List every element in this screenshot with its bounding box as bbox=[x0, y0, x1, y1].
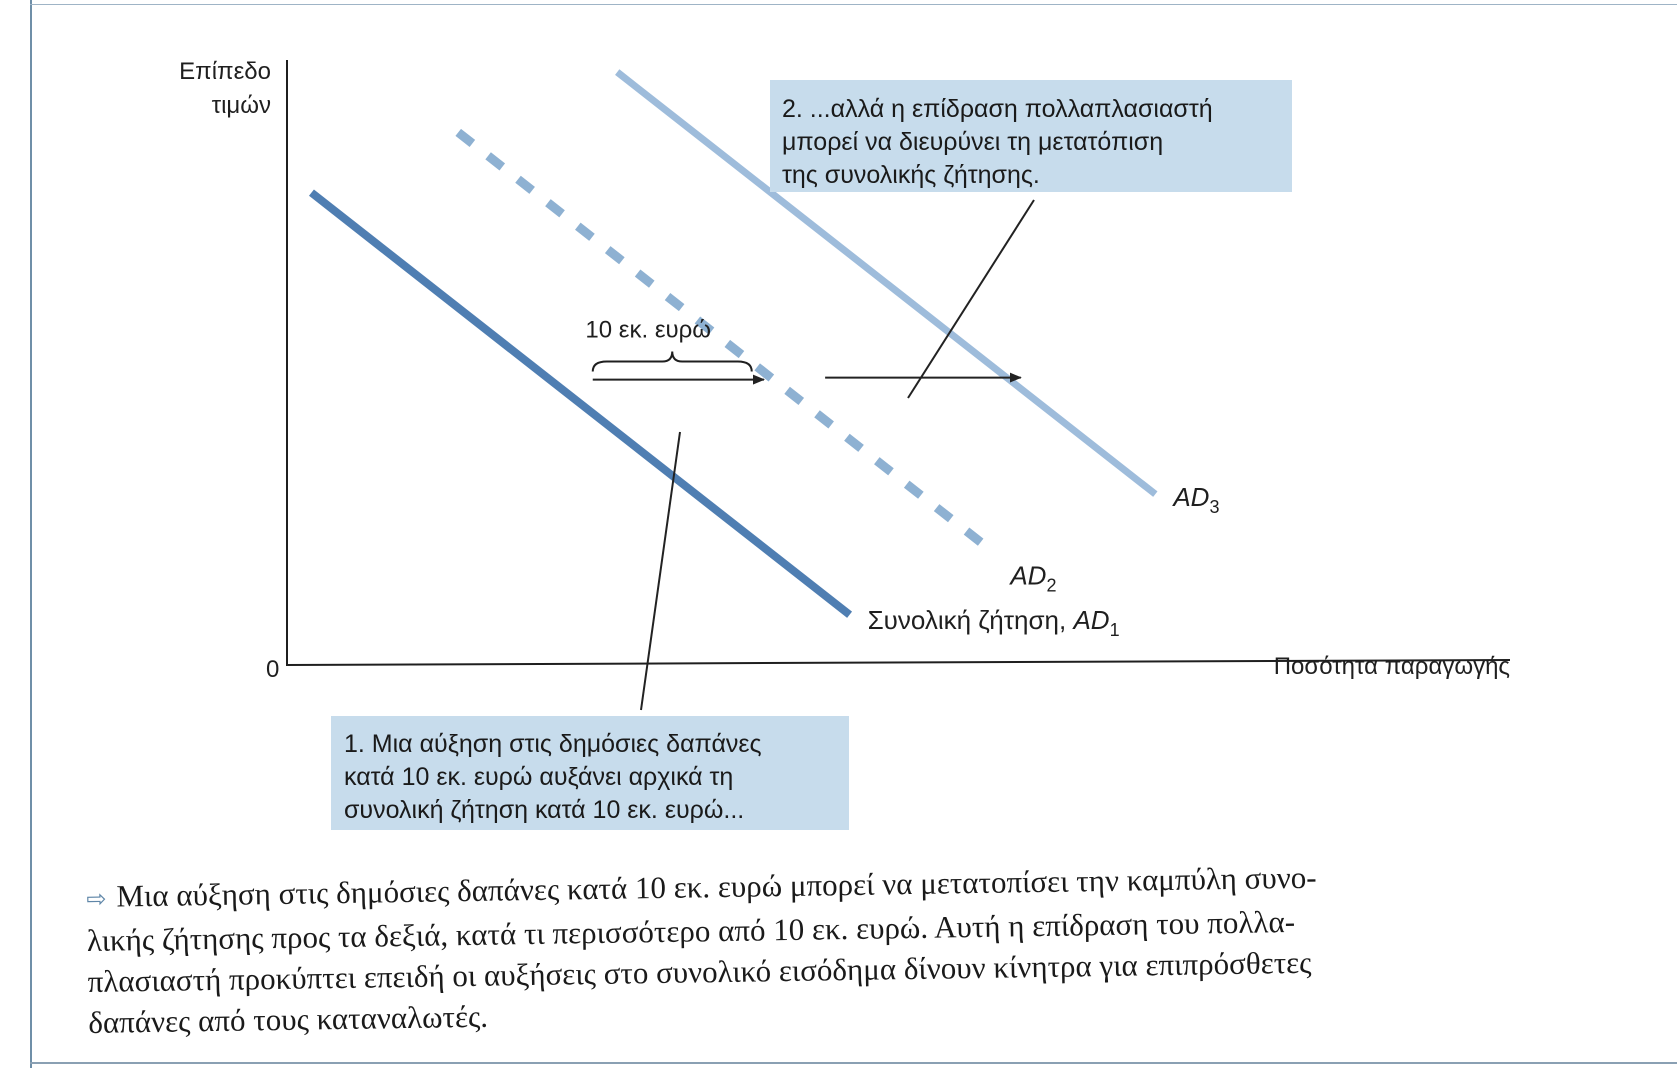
arrow-outline-icon: ⇨ bbox=[86, 884, 107, 913]
callout-1-line-1: 1. Μια αύξηση στις δημόσιες δαπάνες bbox=[344, 730, 762, 758]
origin-label: 0 bbox=[266, 656, 279, 683]
y-axis-label-line-1: Επίπεδο bbox=[179, 58, 271, 85]
y-axis-label-line-2: τιμών bbox=[212, 92, 271, 119]
callout-2-line-2: μπορεί να διευρύνει τη μετατόπιση bbox=[782, 128, 1163, 156]
leader-line-callout-2 bbox=[907, 199, 1035, 399]
callout-1-line-2: κατά 10 εκ. ευρώ αυξάνει αρχικά τη bbox=[344, 763, 733, 791]
series-label-1: Συνολική ζήτηση, AD1 bbox=[868, 605, 1120, 640]
callouts-layer: 2. ...αλλά η επίδραση πολλαπλασιαστή μπορ… bbox=[331, 80, 1292, 830]
brace-label: 10 εκ. ευρώ bbox=[585, 317, 711, 344]
leader-line-callout-1 bbox=[640, 431, 681, 711]
series-layer: Συνολική ζήτηση, AD1 AD2 AD3 bbox=[308, 69, 1219, 640]
callout-1-line-3: συνολική ζήτηση κατά 10 εκ. ευρώ... bbox=[344, 796, 744, 824]
x-axis-line bbox=[285, 659, 1511, 666]
frame-bottom-border bbox=[30, 1062, 1677, 1064]
series-label-3: AD3 bbox=[1171, 482, 1219, 517]
annotations-layer: 10 εκ. ευρώ bbox=[585, 199, 1035, 711]
figure-caption: ⇨Μια αύξηση στις δημόσιες δαπάνες κατά 1… bbox=[86, 851, 1648, 1042]
series-line-2 bbox=[455, 128, 1000, 559]
brace-mark bbox=[591, 351, 753, 372]
callout-2-line-1: 2. ...αλλά η επίδραση πολλαπλασιαστή bbox=[782, 95, 1213, 123]
series-line-3 bbox=[615, 69, 1158, 497]
callout-1-box bbox=[331, 716, 849, 830]
callout-2-box bbox=[770, 80, 1292, 192]
series-line-1 bbox=[308, 189, 853, 618]
frame-left-border bbox=[30, 0, 32, 1068]
series-label-2: AD2 bbox=[1008, 560, 1056, 595]
callout-2-line-3: της συνολικής ζήτησης. bbox=[782, 161, 1040, 189]
x-axis-label: Ποσότητα παραγωγής bbox=[1274, 653, 1510, 680]
frame-top-border bbox=[30, 4, 1677, 5]
